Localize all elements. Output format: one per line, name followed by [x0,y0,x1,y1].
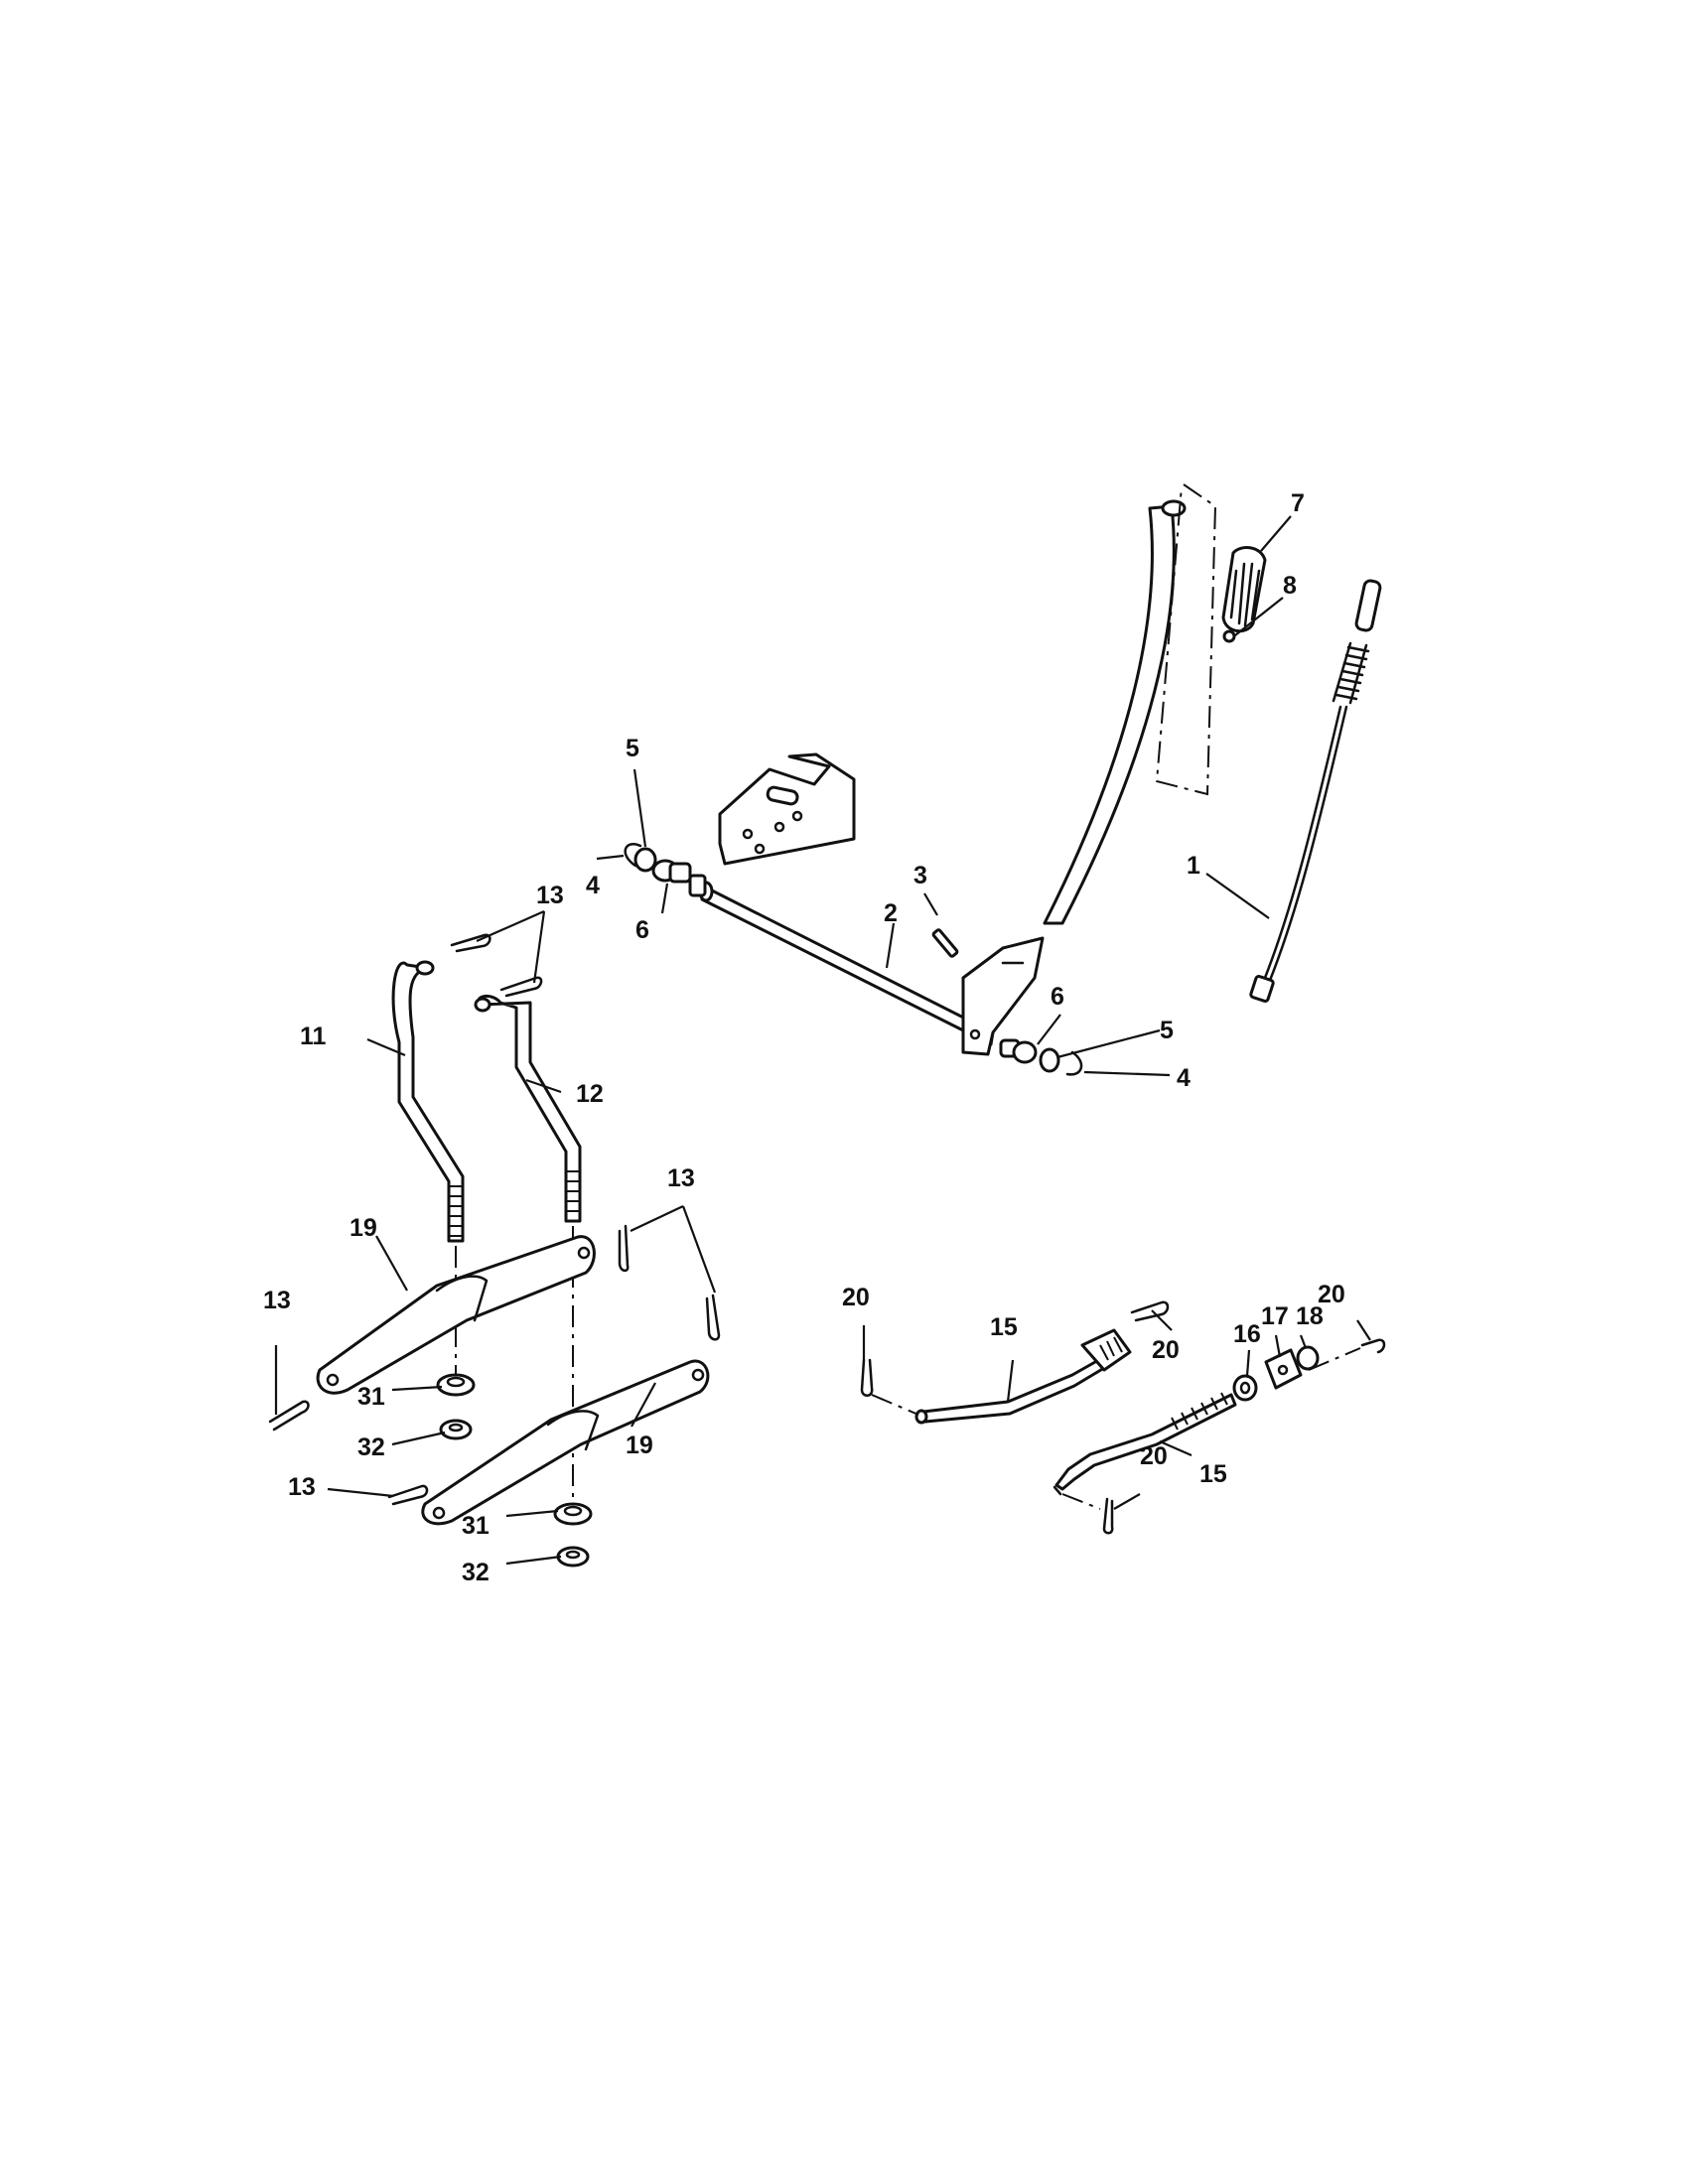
e-ring-left [624,843,642,868]
leader-lines [274,515,1371,1566]
callout-7: 7 [1291,489,1305,517]
callout-6: 6 [1051,983,1064,1011]
lift-link-12 [474,995,582,1223]
hairpin-clip [618,1224,630,1273]
lift-link-11 [391,960,465,1243]
callout-1: 1 [1187,852,1200,880]
callout-3: 3 [913,862,927,889]
hairpin-clip [499,976,543,998]
callout-6: 6 [635,916,649,944]
shaft-lever-bracket [961,936,1045,1056]
callout-32: 32 [462,1559,490,1586]
jam-nut [1232,1374,1258,1402]
callout-31: 31 [462,1512,490,1540]
callout-15: 15 [990,1313,1018,1341]
washer-left [633,847,657,873]
callout-19: 19 [350,1214,377,1242]
callout-13: 13 [667,1164,695,1192]
callout-11: 11 [300,1023,327,1050]
e-ring-right [1065,1050,1083,1076]
callout-17: 17 [1261,1302,1289,1330]
adjustment-rod-upper [914,1328,1132,1425]
cable-assembly [1249,579,1382,1003]
lift-arm-upper [316,1235,596,1395]
hex-nut-upper [439,1419,473,1440]
callout-5: 5 [1160,1017,1174,1044]
callout-32: 32 [357,1433,385,1461]
callout-4: 4 [1177,1064,1191,1092]
callout-2: 2 [884,899,898,927]
callout-20: 20 [1152,1336,1180,1364]
cotter-pin [1102,1497,1114,1535]
flange-nut-upper [436,1373,476,1397]
hex-nut-lower [556,1546,590,1568]
rod-alignment-line [1308,1347,1361,1371]
callout-20: 20 [842,1284,870,1311]
lift-arm-lower [421,1359,710,1526]
callout-20: 20 [1140,1442,1168,1470]
lift-shaft [688,874,995,1046]
rod-alignment-line [871,1394,919,1416]
callout-4: 4 [586,872,600,899]
callout-13: 13 [536,882,564,909]
adjustment-rod-lower [1052,1392,1237,1496]
cotter-pin [860,1358,874,1397]
hairpin-clip [705,1294,721,1341]
cotter-pin [1130,1300,1170,1322]
callout-13: 13 [263,1287,291,1314]
callout-8: 8 [1283,572,1297,600]
callout-15: 15 [1199,1460,1227,1488]
hairpin-clip [268,1400,310,1432]
bushing-right [999,1038,1038,1064]
bushing-left [651,859,692,884]
callout-5: 5 [626,735,639,762]
cotter-pin [1360,1338,1386,1354]
grip-screw [1222,629,1236,643]
hairpin-clip [387,1484,429,1506]
hairpin-clip [450,933,491,953]
rod-alignment-line [1061,1493,1101,1510]
shaft-pin [931,928,959,958]
flange-nut-lower [553,1502,593,1526]
callout-16: 16 [1233,1320,1261,1348]
mounting-bracket [718,752,856,866]
callout-31: 31 [357,1383,385,1411]
lock-nut [1296,1345,1320,1371]
handle-grip [1221,546,1267,633]
callout-13: 13 [288,1473,316,1501]
callout-19: 19 [626,1432,653,1459]
trunnion-block [1264,1348,1303,1390]
washer-right [1039,1047,1060,1073]
callout-18: 18 [1296,1302,1324,1330]
callout-20: 20 [1318,1281,1345,1308]
handle-phantom-outline [1155,483,1217,796]
callout-labels: 1 2 3 4 4 5 5 6 6 7 8 11 12 13 13 13 13 … [263,489,1345,1586]
callout-12: 12 [576,1080,604,1108]
